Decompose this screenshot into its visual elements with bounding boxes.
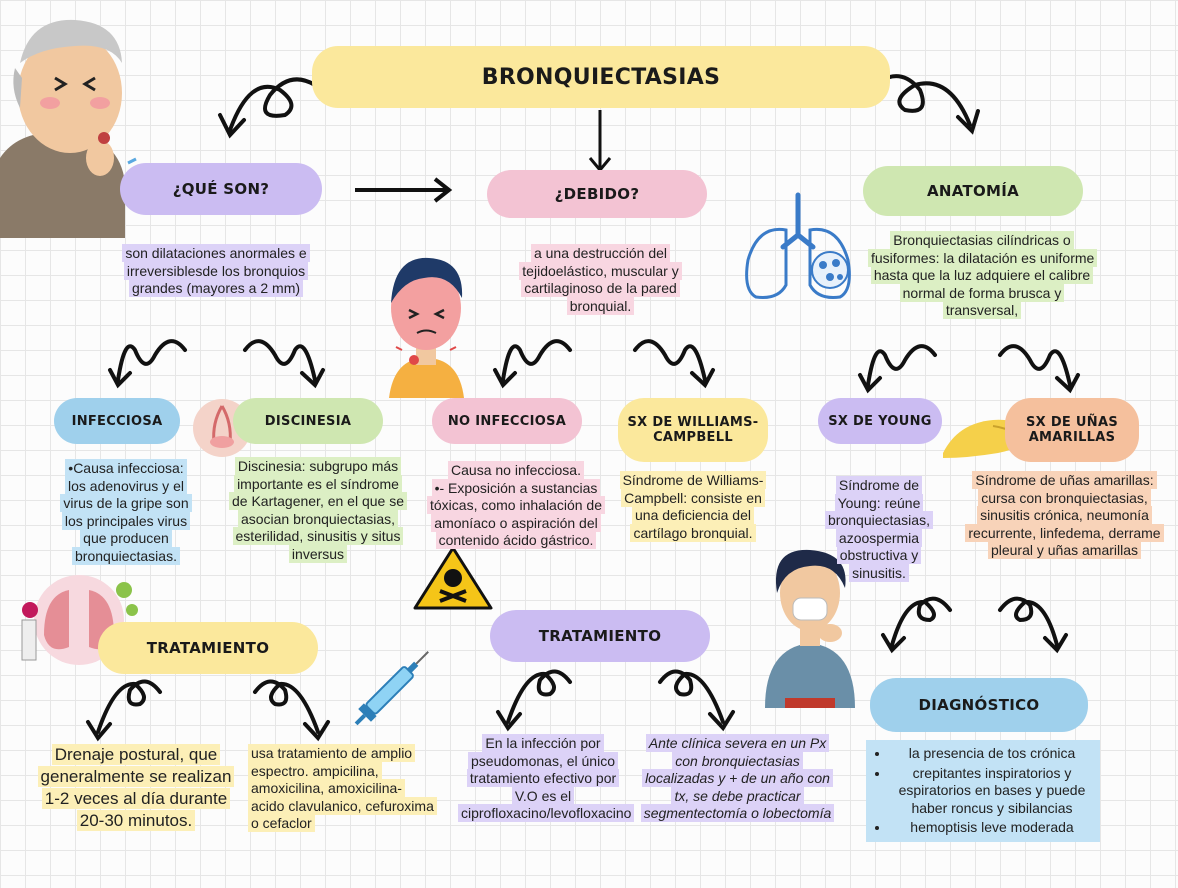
arrow-to-infecciosa <box>108 339 187 389</box>
young-heading: SX DE YOUNG <box>818 398 942 444</box>
arrow-que-son-to-debido <box>355 177 453 203</box>
diagnostico-list: la presencia de tos crónica crepitantes … <box>866 740 1100 842</box>
tratamiento-heading-center: TRATAMIENTO <box>490 610 710 662</box>
diagnostico-heading: DIAGNÓSTICO <box>870 678 1088 732</box>
arrow-to-cirugia <box>658 669 735 732</box>
arrow-to-debido <box>588 110 612 173</box>
diagnostico-item: hemoptisis leve moderada <box>890 818 1094 838</box>
williams-heading: SX DE WILLIAMS-CAMPBELL <box>618 398 768 462</box>
arrow-unas-to-diagnostico <box>998 596 1068 654</box>
arrow-to-unas <box>998 344 1080 394</box>
infecciosa-text: •Causa infecciosa: los adenovirus y el v… <box>56 459 196 565</box>
arrow-to-discinesia <box>243 339 325 389</box>
infecciosa-heading: INFECCIOSA <box>54 398 180 444</box>
arrow-to-williams <box>633 339 715 389</box>
cirugia-text: Ante clínica severa en un Px con bronqui… <box>640 734 835 823</box>
syringe-icon <box>354 651 429 726</box>
arrow-to-no-infecciosa <box>493 339 572 389</box>
unas-heading: SX DE UÑAS AMARILLAS <box>1005 398 1139 462</box>
debido-text: a una destrucción del tejidoelástico, mu… <box>498 244 703 315</box>
que-son-text: son dilataciones anormales e irreversibl… <box>100 244 332 298</box>
tratamiento-heading-left: TRATAMIENTO <box>98 622 318 674</box>
arrow-to-antibioticos <box>253 679 330 742</box>
no-infecciosa-text: Causa no infecciosa. •- Exposición a sus… <box>420 461 612 550</box>
arrow-to-infeccion-pseudomonas <box>496 669 572 732</box>
arrow-to-que-son <box>218 77 317 139</box>
williams-text: Síndrome de Williams-Campbell: consiste … <box>618 471 768 542</box>
diagnostico-item: crepitantes inspiratorios y espiratorios… <box>890 764 1094 819</box>
arrow-young-to-diagnostico <box>881 596 952 654</box>
coughing-boy-illustration <box>765 549 855 708</box>
arrow-to-anatomia <box>873 74 980 135</box>
arrow-to-young <box>858 344 937 394</box>
arrow-to-drenaje <box>86 679 162 742</box>
unas-text: Síndrome de uñas amarillas: cursa con br… <box>962 471 1167 560</box>
que-son-heading: ¿QUÉ SON? <box>120 163 322 215</box>
diagnostico-item: la presencia de tos crónica <box>890 744 1094 764</box>
infeccion-pseudomonas-text: En la infección por pseudomonas, el únic… <box>458 734 635 823</box>
page-title: BRONQUIECTASIAS <box>312 46 890 108</box>
young-text: Síndrome de Young: reúne bronquiectasias… <box>815 476 943 582</box>
discinesia-heading: DISCINESIA <box>233 398 383 444</box>
debido-heading: ¿DEBIDO? <box>487 170 707 218</box>
anatomia-text: Bronquiectasias cilíndricas o fusiformes… <box>868 231 1098 320</box>
lungs-icon <box>745 192 851 299</box>
drenaje-postural-text: Drenaje postural, que generalmente se re… <box>36 744 236 832</box>
coughing-man-illustration <box>0 19 139 238</box>
antibioticos-text: usa tratamiento de amplio espectro. ampi… <box>248 744 437 833</box>
toxic-warning-icon <box>413 546 493 610</box>
no-infecciosa-heading: NO INFECCIOSA <box>432 398 582 444</box>
sick-woman-illustration <box>389 257 464 398</box>
anatomia-heading: ANATOMÍA <box>863 166 1083 216</box>
discinesia-text: Discinesia: subgrupo más importante es e… <box>228 457 408 563</box>
